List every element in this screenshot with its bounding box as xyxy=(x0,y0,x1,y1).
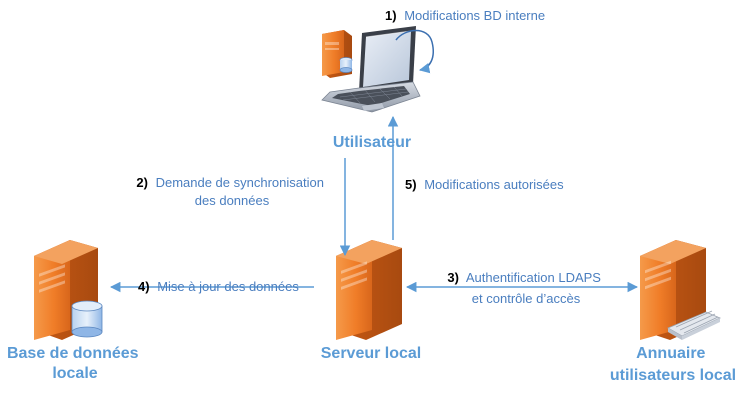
step1-label: 1) Modifications BD interne xyxy=(385,8,545,23)
local-db-label-line2: locale xyxy=(52,365,97,382)
local-server-node: Serveur local xyxy=(321,240,422,362)
step2-text-line1: Demande de synchronisation xyxy=(156,175,324,190)
server-icon xyxy=(336,240,402,340)
small-server-icon xyxy=(322,30,353,78)
step1-number: 1) xyxy=(385,8,397,23)
step3-text-line2: et contrôle d’accès xyxy=(472,291,581,306)
step5-number: 5) xyxy=(405,177,417,192)
local-db-node: Base de données locale xyxy=(7,240,143,382)
local-db-label-line1: Base de données xyxy=(7,345,139,362)
directory-label-line2: utilisateurs local xyxy=(610,367,736,384)
directory-label-line1: Annuaire xyxy=(636,345,705,362)
step3-text-line1: Authentification LDAPS xyxy=(466,270,601,285)
step2-number: 2) xyxy=(136,175,148,190)
step4-label: 4) Mise à jour des données xyxy=(138,279,299,294)
database-icon xyxy=(71,300,103,338)
user-label: Utilisateur xyxy=(333,134,411,151)
step1-text: Modifications BD interne xyxy=(404,8,545,23)
directory-icon xyxy=(667,310,721,340)
step3-number: 3) xyxy=(447,270,459,285)
step5-text: Modifications autorisées xyxy=(424,177,564,192)
server-with-directory-icon xyxy=(640,240,721,340)
local-db-label: Base de données locale xyxy=(7,345,143,382)
step3-label: 3) Authentification LDAPS et contrôle d’… xyxy=(447,270,604,306)
step2-label: 2) Demande de synchronisation des donnée… xyxy=(136,175,327,208)
step5-label: 5) Modifications autorisées xyxy=(405,177,564,192)
directory-label: Annuaire utilisateurs local xyxy=(610,345,736,384)
step4-text: Mise à jour des données xyxy=(157,279,299,294)
step4-number: 4) xyxy=(138,279,150,294)
self-loop-arrow xyxy=(395,29,434,74)
laptop-with-server-icon xyxy=(321,26,421,113)
server-with-database-icon xyxy=(34,240,103,340)
local-server-label: Serveur local xyxy=(321,345,422,362)
user-node: Utilisateur xyxy=(321,26,434,151)
directory-node: Annuaire utilisateurs local xyxy=(610,240,736,384)
step2-text-line2: des données xyxy=(195,193,270,208)
